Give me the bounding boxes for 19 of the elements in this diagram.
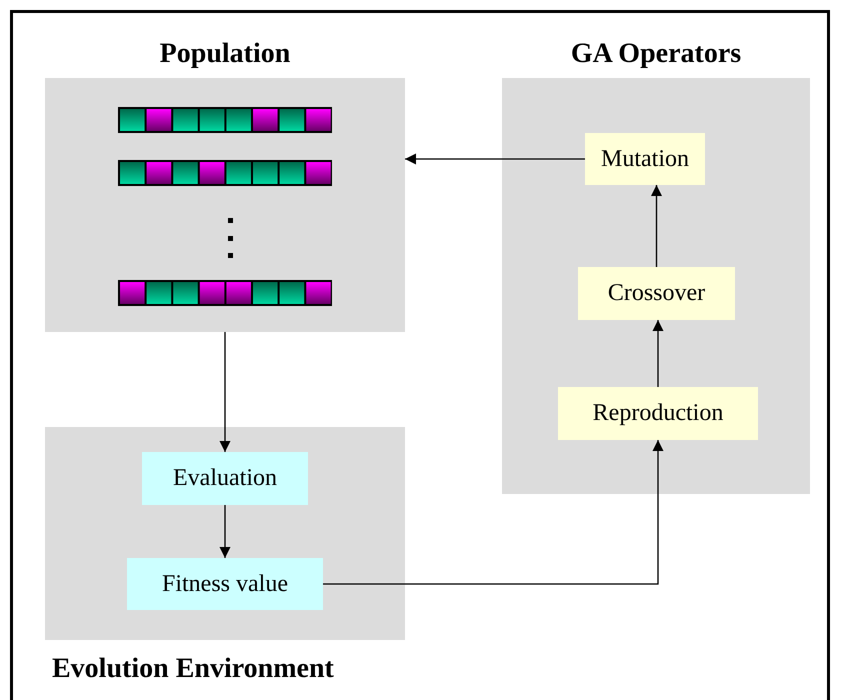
arrow: [651, 185, 662, 267]
node-label: Mutation: [601, 146, 689, 172]
node-label: Crossover: [608, 280, 706, 307]
operator-box: [558, 387, 758, 440]
arrow: [323, 440, 664, 585]
group-heading: Population: [158, 38, 292, 70]
operator-box: [585, 133, 705, 185]
arrow: [220, 332, 230, 452]
node-label: Fitness value: [162, 570, 288, 598]
group-heading: GA Operators: [570, 38, 742, 70]
group-heading: Evolution Environment: [52, 653, 334, 685]
process-box: [127, 558, 323, 610]
node-label: Evaluation: [173, 465, 277, 492]
node-label: Reproduction: [592, 400, 724, 427]
arrow: [220, 505, 230, 558]
arrow: [405, 154, 585, 164]
process-box: [142, 452, 308, 505]
arrow: [652, 320, 664, 387]
operator-box: [578, 267, 735, 320]
